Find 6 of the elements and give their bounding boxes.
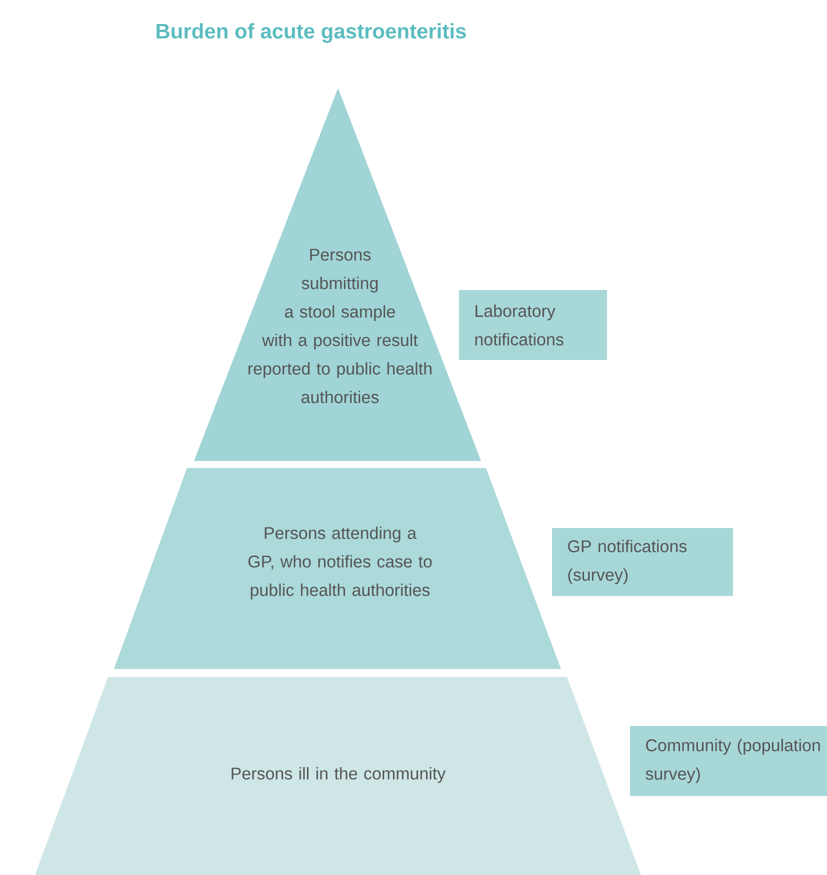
pyramid-tier: Persons attending a GP, who notifies case to public health authorities — [114, 468, 561, 669]
pyramid-tier: Persons ill in the community — [35, 677, 641, 875]
label-box: GP notifications (survey) — [552, 528, 733, 596]
label-box: Laboratory notifications — [459, 290, 607, 360]
label-box: Community (population survey) — [630, 726, 827, 796]
title: Burden of acute gastroenteritis — [156, 23, 466, 43]
